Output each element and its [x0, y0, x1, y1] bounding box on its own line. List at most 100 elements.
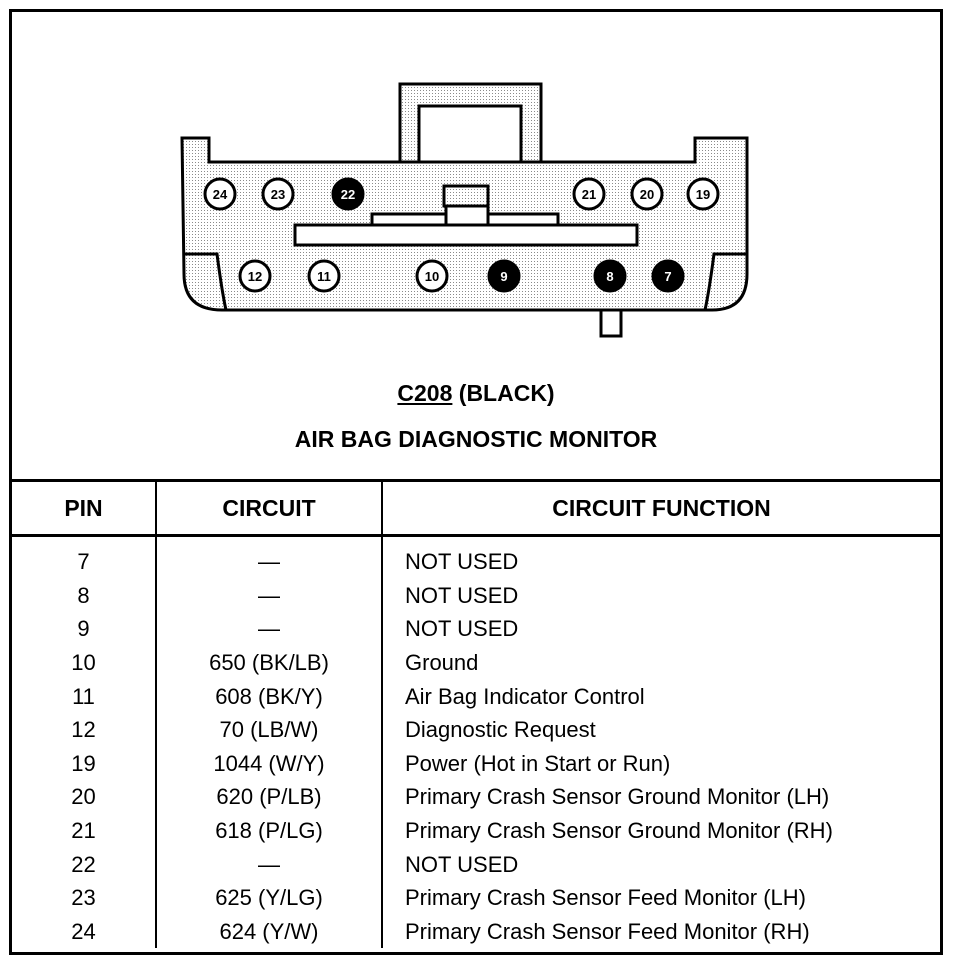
pin-number-label: 12 — [248, 269, 262, 284]
pin-number-label: 9 — [500, 269, 507, 284]
connector-color: (BLACK) — [458, 380, 555, 406]
pin-cell: 7 — [12, 535, 157, 579]
table-row: 23 625 (Y/LG) Primary Crash Sensor Feed … — [12, 880, 940, 915]
circuit-function-column-header: CIRCUIT FUNCTION — [382, 482, 940, 537]
pin-number-label: 23 — [271, 187, 285, 202]
function-cell: NOT USED — [405, 851, 519, 877]
circuit-cell: — — [156, 612, 383, 646]
circuit-cell: 1044 (W/Y) — [156, 746, 383, 781]
connector-bottom-tab — [599, 308, 623, 338]
pin-22-contact: 22 — [331, 177, 365, 211]
connector-face-drawing: 24 23 22 21 20 19 12 11 10 9 8 7 — [180, 82, 749, 338]
function-cell: Diagnostic Request — [405, 717, 596, 743]
function-cell: Primary Crash Sensor Feed Monitor (RH) — [405, 918, 810, 944]
pin-number-label: 19 — [696, 187, 710, 202]
pin-circle — [572, 177, 606, 211]
pin-circle — [651, 259, 685, 293]
pin-column-header: PIN — [12, 482, 157, 537]
circuit-cell: 624 (Y/W) — [156, 914, 383, 949]
circuit-cell: 608 (BK/Y) — [156, 679, 383, 713]
circuit-cell: — — [156, 535, 383, 579]
pin-circle — [203, 177, 237, 211]
table-row: 21 618 (P/LG) Primary Crash Sensor Groun… — [12, 813, 940, 848]
pin-table-header-row: PIN CIRCUIT CIRCUIT FUNCTION — [12, 482, 940, 537]
pin-circle — [487, 259, 521, 293]
pin-number-label: 11 — [317, 269, 331, 284]
pin-cell: 12 — [12, 712, 157, 747]
pin-cell: 10 — [12, 645, 157, 680]
pin-number-label: 21 — [582, 187, 596, 202]
circuit-cell: 625 (Y/LG) — [156, 880, 383, 915]
circuit-cell: 618 (P/LG) — [156, 813, 383, 848]
pin-21-contact: 21 — [572, 177, 606, 211]
circuit-cell: 650 (BK/LB) — [156, 645, 383, 680]
connector-right-flange — [703, 252, 747, 311]
function-cell: NOT USED — [405, 616, 519, 642]
pin-circle — [307, 259, 341, 293]
function-cell: Air Bag Indicator Control — [405, 683, 645, 709]
table-row: 19 1044 (W/Y) Power (Hot in Start or Run… — [12, 746, 940, 781]
pin-number-label: 24 — [213, 187, 228, 202]
connector-key-center — [444, 204, 490, 227]
pin-circle — [238, 259, 272, 293]
pin-cell: 20 — [12, 780, 157, 814]
function-cell: NOT USED — [405, 549, 519, 575]
pin-circle — [593, 259, 627, 293]
pin-number-label: 10 — [425, 269, 439, 284]
circuit-cell: — — [156, 578, 383, 613]
pin-cell: 22 — [12, 847, 157, 881]
table-row: 7 — NOT USED — [12, 535, 940, 579]
pin-number-label: 8 — [606, 269, 613, 284]
table-row: 20 620 (P/LB) Primary Crash Sensor Groun… — [12, 780, 940, 814]
pin-number-label: 22 — [341, 187, 355, 202]
function-cell: Primary Crash Sensor Ground Monitor (RH) — [405, 818, 833, 844]
pin-8-contact: 8 — [593, 259, 627, 293]
function-cell: Primary Crash Sensor Ground Monitor (LH) — [405, 784, 830, 810]
circuit-cell: 70 (LB/W) — [156, 712, 383, 747]
pin-23-contact: 23 — [261, 177, 295, 211]
table-row: 12 70 (LB/W) Diagnostic Request — [12, 712, 940, 747]
function-cell: NOT USED — [405, 582, 519, 608]
connector-key-left-step — [370, 212, 448, 227]
table-row: 9 — NOT USED — [12, 612, 940, 646]
top-pin-row: 24 23 22 21 20 19 — [203, 177, 720, 211]
circuit-cell: 620 (P/LB) — [156, 780, 383, 814]
pin-24-contact: 24 — [203, 177, 237, 211]
pin-12-contact: 12 — [238, 259, 272, 293]
pin-circle — [415, 259, 449, 293]
pin-7-contact: 7 — [651, 259, 685, 293]
connector-code: C208 — [397, 380, 453, 406]
pin-cell: 11 — [12, 679, 157, 713]
connector-key-right-step — [486, 212, 560, 227]
function-cell: Power (Hot in Start or Run) — [405, 750, 671, 776]
circuit-column-header: CIRCUIT — [156, 482, 383, 537]
connector-center-rail — [293, 223, 639, 247]
table-row: 11 608 (BK/Y) Air Bag Indicator Control — [12, 679, 940, 713]
function-cell: Ground — [405, 650, 479, 676]
bottom-pin-row: 12 11 10 9 8 7 — [238, 259, 685, 293]
connector-key-top — [442, 184, 490, 208]
pin-circle — [331, 177, 365, 211]
pin-table: PIN CIRCUIT CIRCUIT FUNCTION 7 — NOT USE… — [12, 482, 940, 949]
pin-circle — [630, 177, 664, 211]
function-cell: Primary Crash Sensor Feed Monitor (LH) — [405, 885, 807, 911]
pin-cell: 8 — [12, 578, 157, 613]
pin-cell: 9 — [12, 612, 157, 646]
pin-20-contact: 20 — [630, 177, 664, 211]
table-row: 8 — NOT USED — [12, 578, 940, 613]
connector-latch-window — [417, 104, 523, 164]
connector-diagram-panel: 24 23 22 21 20 19 12 11 10 9 8 7 C208 (BLACK) AIR … — [12, 12, 940, 482]
pin-19-contact: 19 — [686, 177, 720, 211]
connector-title: AIR BAG DIAGNOSTIC MONITOR — [294, 426, 658, 452]
pin-number-label: 7 — [664, 269, 671, 284]
pin-cell: 24 — [12, 914, 157, 949]
pin-9-contact: 9 — [487, 259, 521, 293]
pin-circle — [261, 177, 295, 211]
table-row: 10 650 (BK/LB) Ground — [12, 645, 940, 680]
connector-left-flange — [184, 252, 228, 311]
pin-cell: 21 — [12, 813, 157, 848]
pin-number-label: 20 — [640, 187, 654, 202]
circuit-cell: — — [156, 847, 383, 881]
pin-11-contact: 11 — [307, 259, 341, 293]
